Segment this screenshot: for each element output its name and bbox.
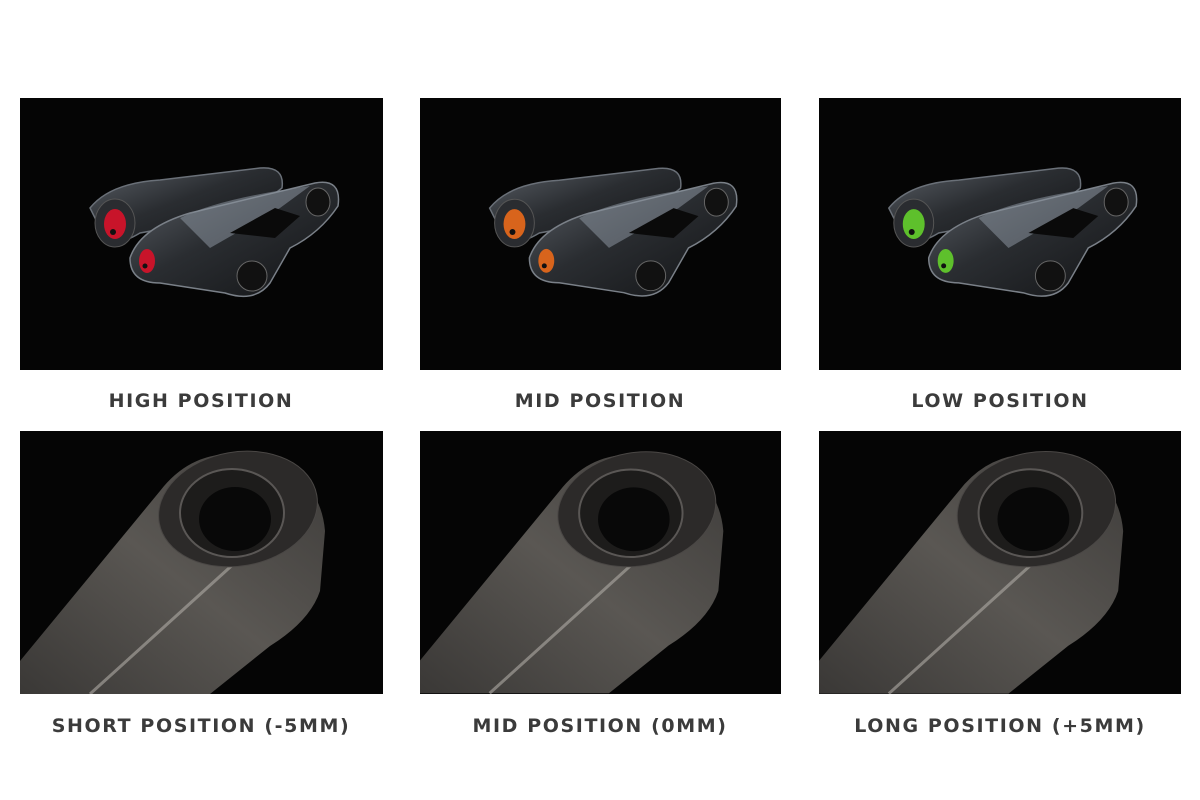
label-low-position: LOW POSITION bbox=[911, 390, 1089, 412]
panel-low-position bbox=[819, 98, 1181, 370]
accent-insert-icon bbox=[104, 209, 126, 239]
panel-short-position bbox=[20, 431, 383, 694]
panel-high-position bbox=[20, 98, 383, 370]
rocker-link-image bbox=[488, 167, 738, 297]
label-long-position: LONG POSITION (+5MM) bbox=[854, 715, 1146, 737]
rocker-link-image bbox=[89, 167, 340, 298]
label-high-position: HIGH POSITION bbox=[108, 390, 294, 412]
panel-mid-position-0mm bbox=[420, 431, 781, 694]
panel-long-position bbox=[819, 431, 1181, 694]
crank-arm-image bbox=[420, 451, 724, 694]
label-mid-position: MID POSITION bbox=[514, 390, 686, 412]
label-mid-position-0mm: MID POSITION (0MM) bbox=[472, 715, 728, 737]
accent-insert-icon bbox=[902, 209, 925, 239]
accent-insert-icon bbox=[503, 209, 526, 239]
rocker-link-image bbox=[887, 167, 1138, 297]
panel-mid-position bbox=[420, 98, 781, 370]
label-short-position: SHORT POSITION (-5MM) bbox=[51, 715, 351, 737]
crank-arm-image bbox=[819, 450, 1124, 694]
crank-arm-image bbox=[20, 450, 325, 694]
